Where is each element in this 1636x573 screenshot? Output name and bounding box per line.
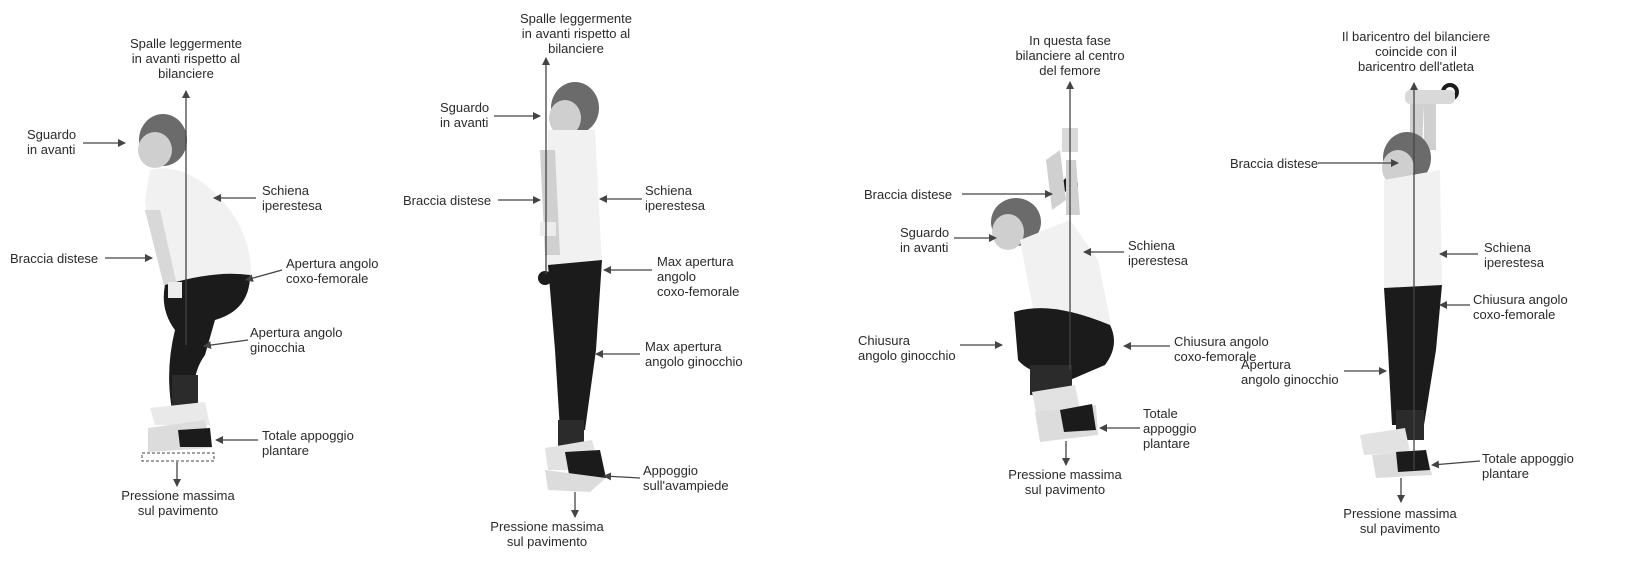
athlete-figure-2 <box>538 82 606 492</box>
label-arms-4: Braccia distese <box>1230 156 1318 171</box>
athlete-figure-4 <box>1360 83 1459 478</box>
label-arms-1: Braccia distese <box>10 251 98 266</box>
foot-support-box <box>142 453 214 461</box>
label-arms-2: Braccia distese <box>403 193 491 208</box>
athlete-figure-1 <box>138 114 251 452</box>
label-arms-3: Braccia distese <box>864 187 952 202</box>
athlete-figure-3 <box>991 128 1114 442</box>
